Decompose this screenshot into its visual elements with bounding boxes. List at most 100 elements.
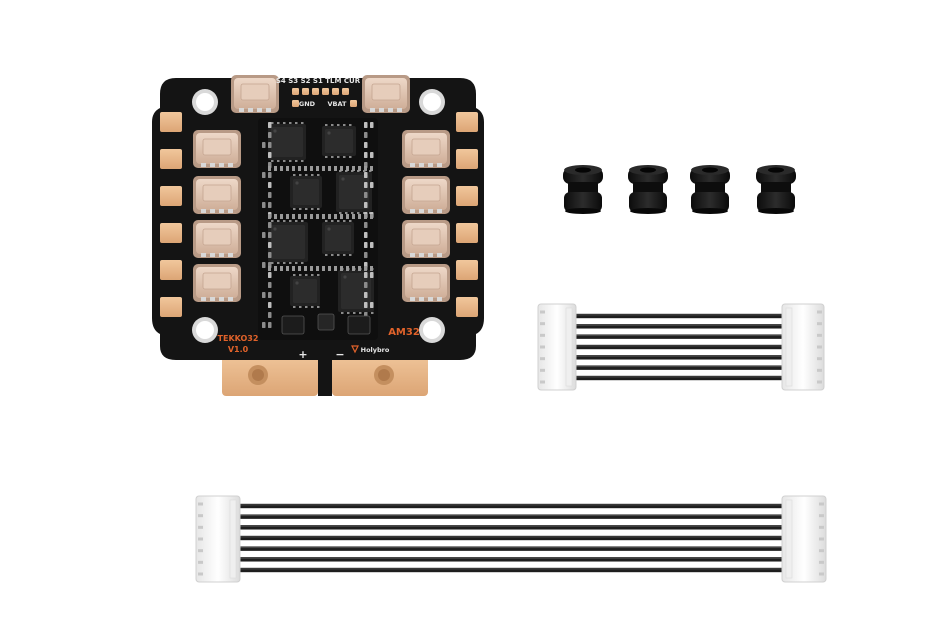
smd-part [322, 266, 325, 271]
signal-pad [332, 88, 339, 95]
cable-wire [570, 313, 790, 319]
motor-pad [456, 297, 478, 317]
ic-chip [338, 268, 374, 314]
signal-pad [302, 88, 309, 95]
smd-part [286, 214, 289, 219]
cable-wire [570, 355, 790, 360]
mosfet [231, 75, 279, 113]
smd-part [340, 166, 343, 171]
smd-part [364, 182, 368, 188]
smd-part [364, 192, 368, 198]
mosfet [193, 264, 241, 302]
smd-part [268, 214, 271, 219]
smd-part [316, 166, 319, 171]
motor-pad [456, 223, 478, 243]
cable-connector [781, 495, 827, 583]
silkscreen: S4 S3 S2 S1 TLM CUR GND VBAT TEKKO32 V1.… [218, 77, 420, 361]
smd-part [280, 266, 283, 271]
smd-part [370, 122, 374, 128]
motor-pad [160, 186, 182, 206]
mosfet [402, 220, 450, 258]
smd-part [262, 232, 266, 238]
smd-part [298, 214, 301, 219]
signal-pads [292, 88, 357, 107]
smd-part [262, 202, 266, 208]
smd-part [268, 292, 272, 298]
smd-part [352, 166, 355, 171]
motor-pad [160, 223, 182, 243]
smd-part [298, 266, 301, 271]
smd-part [364, 166, 367, 171]
smd-part [304, 166, 307, 171]
smd-part [274, 166, 277, 171]
pin-labels: S4 S3 S2 S1 TLM CUR [276, 77, 361, 85]
smd-part [316, 214, 319, 219]
motor-pad [456, 112, 478, 132]
mosfet [193, 130, 241, 168]
cable-wire [570, 375, 790, 381]
smd-part [322, 214, 325, 219]
ic-chip [268, 122, 306, 162]
smd-part [364, 266, 367, 271]
smd-part [370, 242, 374, 248]
mosfet [362, 75, 410, 113]
smd-components [262, 122, 374, 335]
cable-connector [781, 303, 825, 391]
smd-part [370, 272, 374, 278]
gnd-label: GND [299, 100, 316, 108]
smd-part [310, 214, 313, 219]
mosfet [193, 220, 241, 258]
cable-wire [570, 344, 790, 350]
smd-part [364, 222, 368, 228]
smd-part [370, 182, 374, 188]
smd-part [310, 166, 313, 171]
smd-part [364, 242, 368, 248]
smd-part [340, 266, 343, 271]
smd-part [304, 266, 307, 271]
motor-pad [160, 297, 182, 317]
smd-part [352, 214, 355, 219]
smd-part [364, 202, 368, 208]
smd-part [292, 166, 295, 171]
smd-part [352, 266, 355, 271]
smd-part [268, 312, 272, 318]
smd-part [316, 266, 319, 271]
version-label: V1.0 [228, 345, 249, 354]
motor-pads [160, 112, 478, 317]
smd-part [298, 166, 301, 171]
smd-part [268, 322, 272, 328]
smd-part [268, 182, 272, 188]
smd-part [346, 214, 349, 219]
smd-part [364, 252, 368, 258]
smd-part [262, 322, 266, 328]
smd-part [358, 166, 361, 171]
smd-part [310, 266, 313, 271]
cable-wire [236, 535, 790, 541]
smd-part [268, 122, 272, 128]
vbat-label: VBAT [328, 100, 348, 108]
smd-part [364, 292, 368, 298]
rubber-damper [628, 165, 668, 214]
chips [268, 122, 374, 314]
smd-part [286, 166, 289, 171]
smd-part [262, 172, 266, 178]
smd-part [328, 166, 331, 171]
ic-chip [290, 274, 320, 308]
smd-part [364, 122, 368, 128]
smd-part [268, 222, 272, 228]
brand-label: Holybro [361, 346, 390, 354]
smd-part [292, 214, 295, 219]
cable-long [195, 495, 827, 583]
rubber-dampers [563, 165, 796, 214]
cable-wire [236, 546, 790, 551]
smd-part [280, 214, 283, 219]
motor-pad [456, 186, 478, 206]
smd-part [364, 282, 368, 288]
mosfet [402, 176, 450, 214]
rubber-damper [563, 165, 603, 214]
smd-part [346, 266, 349, 271]
smd-part [262, 292, 266, 298]
cable-wire [570, 365, 790, 370]
control-area [258, 118, 378, 340]
mounting-holes [192, 89, 445, 343]
